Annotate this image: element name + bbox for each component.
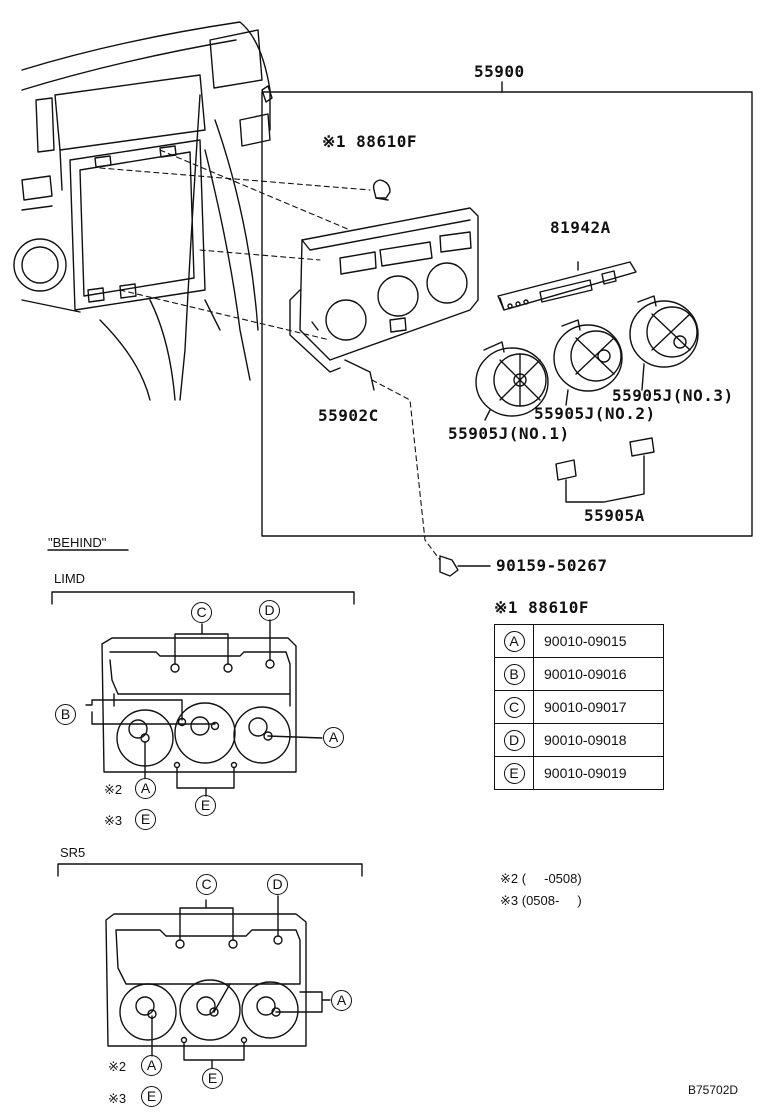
note-2: ※2 ( -0508) [500,871,582,886]
table-row: B 90010-09016 [494,657,664,691]
sr5-title: SR5 [60,845,86,860]
panel-81942A-part [497,261,637,311]
limd-callout-e-bottom: E [135,809,156,830]
knob-no1-part-number: 55905J(NO.1) [448,424,570,443]
screw-part [439,555,491,577]
cap-letter: D [503,729,525,751]
limd-callout-a-right: A [323,727,344,748]
limd-bracket [51,591,355,605]
button-55905A-parts [555,437,655,503]
sr5-callout-a-bottom: A [141,1055,162,1076]
figure-code: B75702D [688,1083,739,1097]
cap-part-number: 90010-09015 [533,624,664,658]
cap-letter: B [503,663,525,685]
clip-88610F-part [372,179,391,201]
sr5-rear-view [105,895,331,1069]
limd-callout-d: D [259,600,280,621]
knob-no1-part [475,341,549,421]
sr5-callout-e: E [202,1068,223,1089]
limd-callout-a-bottom: A [135,778,156,799]
sr5-bracket [57,863,363,877]
limd-callout-c: C [191,602,212,623]
limd-callout-e: E [195,795,216,816]
cap-part-number: 90010-09017 [533,690,664,724]
cap-part-number: 90010-09018 [533,723,664,757]
behind-title: "BEHIND" [48,535,107,550]
knob-no3-part [629,295,699,391]
limd-note2-mark: ※2 [104,782,123,797]
limd-callout-b: B [55,704,76,725]
sr5-callout-a-right: A [331,990,352,1011]
panel-part-number: 81942A [550,218,611,237]
table-row: C 90010-09017 [494,690,664,724]
button-part-number: 55905A [584,506,645,525]
sr5-callout-c: C [196,874,217,895]
screw-part-number: 90159-50267 [496,556,608,575]
cap-letter: E [503,762,525,784]
clip-part-number: ※1 88610F [322,132,417,151]
sr5-callout-d: D [267,874,288,895]
leader-lines [99,149,441,561]
note-3: ※3 (0508- ) [500,893,582,908]
knob-no2-part-number: 55905J(NO.2) [534,404,656,423]
table-row: E 90010-09019 [494,756,664,790]
assembly-box [261,91,753,537]
cap-letter: C [503,696,525,718]
knob-no3-part-number: 55905J(NO.3) [612,386,734,405]
cap-letter: A [503,630,525,652]
limd-note3-mark: ※3 [104,813,123,828]
table-row: A 90010-09015 [494,624,664,658]
bezel-part-number: 55902C [318,406,379,425]
dashboard-outline [13,21,273,401]
sr5-callout-e-bottom: E [141,1086,162,1107]
cap-part-number: 90010-09019 [533,756,664,790]
cap-part-table: A 90010-09015 B 90010-09016 C 90010-0901… [494,624,664,790]
cap-table-title: ※1 88610F [494,598,589,617]
control-bezel-part [289,207,479,391]
sr5-note3-mark: ※3 [108,1091,127,1106]
knob-no2-part [553,319,623,406]
table-row: D 90010-09018 [494,723,664,757]
assembly-part-number: 55900 [474,62,525,81]
limd-rear-view [85,619,323,797]
sr5-note2-mark: ※2 [108,1059,127,1074]
cap-part-number: 90010-09016 [533,657,664,691]
limd-title: LIMD [54,571,86,586]
